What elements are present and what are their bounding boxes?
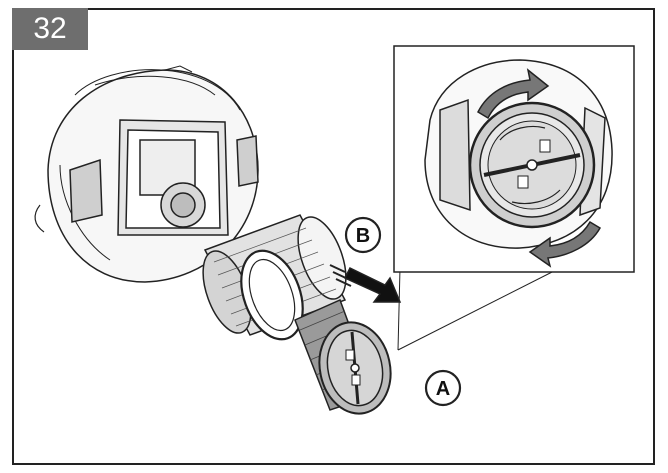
callout-b-circle: [344, 216, 382, 254]
seal-ring: [240, 249, 304, 341]
callout-a-label: A: [436, 378, 450, 400]
callout-a-circle: [424, 369, 462, 407]
detail-leader-line-2: [397, 267, 401, 351]
insert-direction-arrow: [329, 264, 402, 303]
detail-inset: [393, 45, 635, 273]
motor-housing: [34, 65, 259, 283]
detail-leader-line-1: [397, 267, 561, 351]
step-number-badge: 32: [12, 8, 88, 50]
filter-cap: [294, 298, 392, 415]
callout-b-label: B: [356, 225, 370, 247]
